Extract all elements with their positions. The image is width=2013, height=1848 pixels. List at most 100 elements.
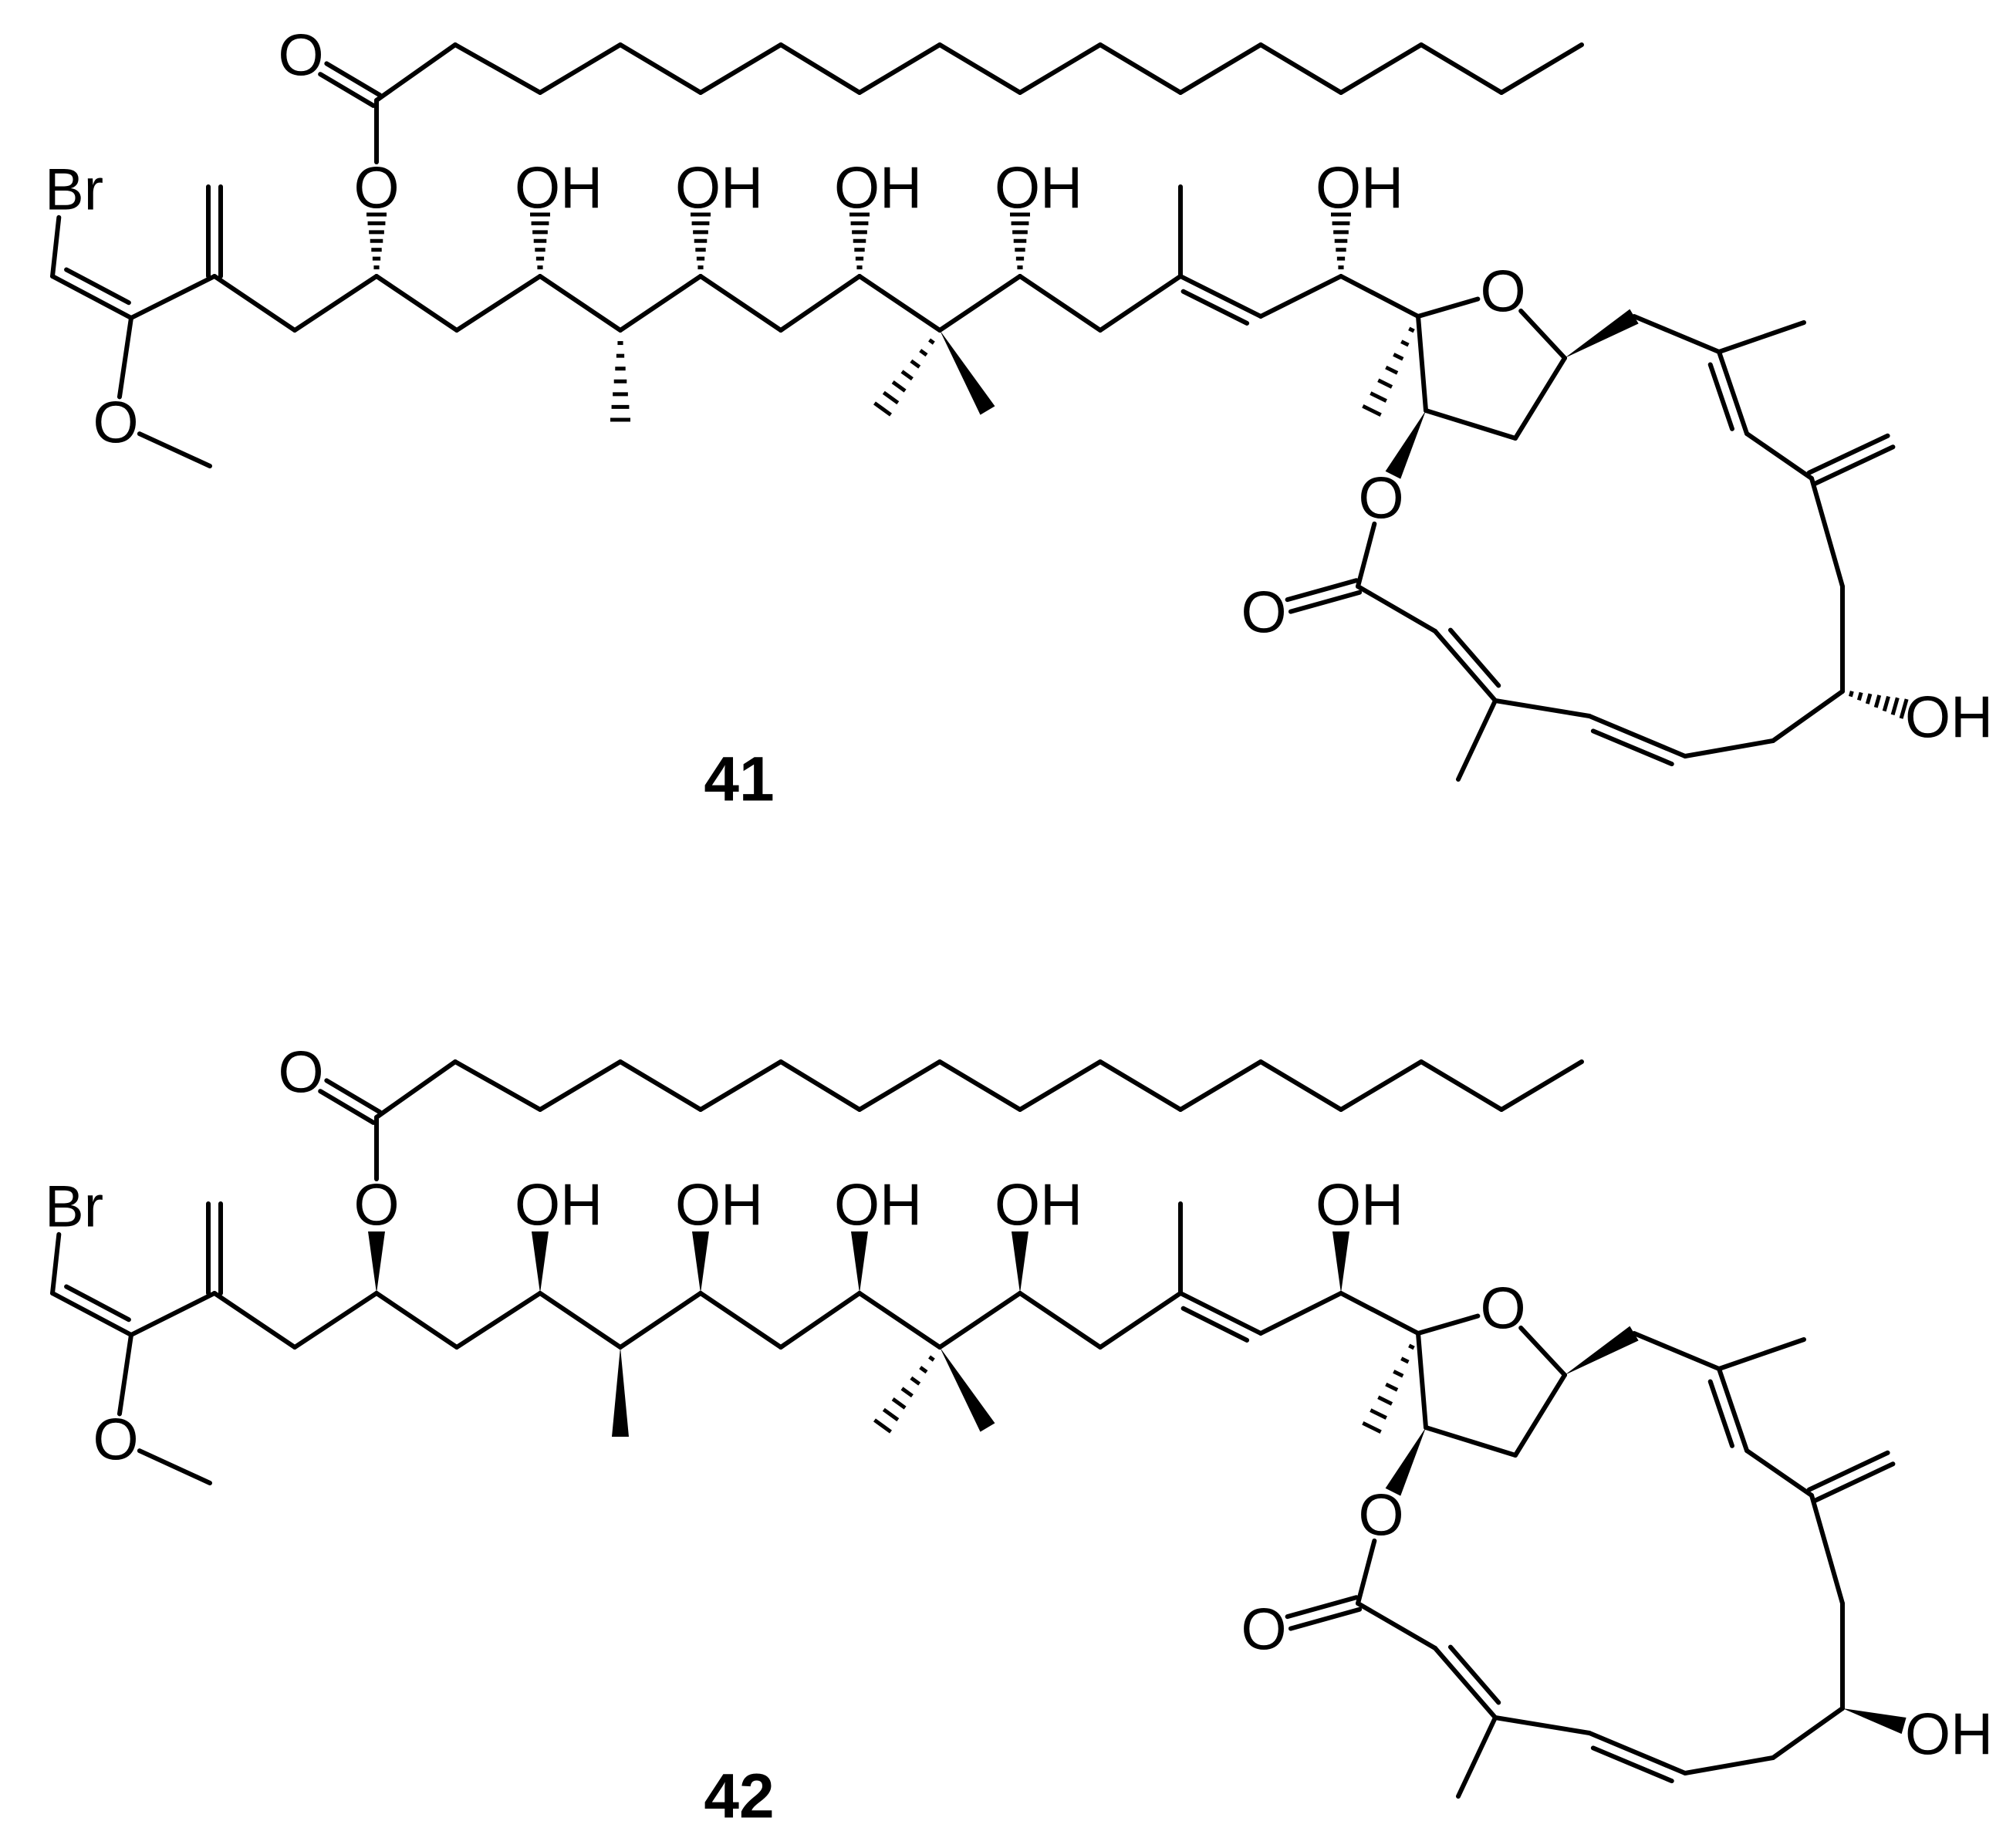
bond-7 xyxy=(618,274,703,333)
bond-15 xyxy=(1339,1291,1420,1336)
bond-21 xyxy=(1356,584,1437,633)
bond-palmitoyl-chain-11 xyxy=(1178,1059,1263,1112)
methoxy-oxygen-label: O xyxy=(93,390,138,456)
bond-14 xyxy=(1258,1291,1343,1336)
bond-palmitoyl-chain-10 xyxy=(1098,42,1183,95)
bond-palmitoyl-chain-4 xyxy=(618,1059,703,1112)
bond-palmitoyl-chain-11 xyxy=(1178,42,1263,95)
bond-2 xyxy=(212,1291,297,1350)
bond-diene-alkene xyxy=(1587,714,1687,758)
bond-palmitoyl-chain-8 xyxy=(937,1059,1022,1112)
bond-15 xyxy=(1339,274,1420,319)
ester-oxygen-label: O xyxy=(353,156,399,221)
bond-palmitoyl-chain-2 xyxy=(453,42,542,95)
bond-palmitoyl-chain-6 xyxy=(779,1059,862,1112)
stereo-bond-c18-methyl xyxy=(1362,326,1415,417)
stereo-bond-gem-methyl-wedge xyxy=(940,330,995,415)
bond-trisubstituted-alkene-inner xyxy=(1180,1306,1250,1343)
bond-palmitoyl-chain-13 xyxy=(1339,42,1424,95)
bond-trisubstituted-alkene xyxy=(1178,274,1263,319)
oh-c9-label: OH xyxy=(675,156,763,221)
stereo-bond-c8-methyl xyxy=(612,1347,629,1437)
bond-vinyl-double-inner xyxy=(64,1284,131,1323)
bond-27 xyxy=(1744,1448,1814,1498)
stereo-bond-c13-oh xyxy=(1012,1231,1028,1293)
compound-number-label: 42 xyxy=(704,1762,774,1832)
stereo-bond-c17-oh xyxy=(1331,212,1351,270)
bond-diene-alkene-inner xyxy=(1590,728,1674,767)
bond-palmitoyl-chain-4 xyxy=(618,42,703,95)
bond-4 xyxy=(374,274,459,333)
bond-enol-ether xyxy=(117,1333,133,1417)
bond-diene-alkene-inner xyxy=(1590,1745,1674,1784)
bond-palmitoyl-carbonyl-a xyxy=(324,61,383,98)
bond-palmitoyl-chain-5 xyxy=(698,1059,783,1112)
stereo-bond-c7-oh xyxy=(532,1231,549,1293)
bond-26 xyxy=(1809,1493,1845,1606)
bond-1 xyxy=(129,1291,217,1337)
stereo-bond-c5-ester xyxy=(368,1231,385,1293)
bond-palmitoyl-chain-6 xyxy=(779,42,862,95)
bond-16 xyxy=(1416,1313,1481,1336)
bond-19 xyxy=(1424,1425,1518,1458)
bond-17 xyxy=(1518,308,1567,360)
bond-palmitoyl-carbonyl-b xyxy=(318,1089,376,1125)
bond-18 xyxy=(1513,1373,1567,1458)
bond-palmitoyl-chain-7 xyxy=(857,42,942,95)
bond-5 xyxy=(454,274,542,333)
stereo-bond-c9-oh xyxy=(692,1231,709,1293)
bond-9 xyxy=(779,274,862,333)
bond-lactone-carbonyl-b xyxy=(1288,1606,1363,1631)
bond-vinyl-double xyxy=(50,1291,133,1337)
oh-c17-label: OH xyxy=(1316,1173,1403,1238)
bond-ring-exo-methylene-a xyxy=(1812,444,1896,487)
bond-palmitoyl-chain-3 xyxy=(538,42,623,95)
bond-ring-trisubstituted-alkene xyxy=(1717,350,1749,436)
bond-enoate-alkene-inner xyxy=(1447,627,1501,688)
bond-palmitoyl-chain-9 xyxy=(1018,42,1103,95)
oh-c27-label: OH xyxy=(1905,1702,1993,1768)
bond-palmitoyl-chain-14 xyxy=(1419,1059,1504,1112)
bond-10 xyxy=(857,274,942,333)
bond-lactone-carbonyl-b xyxy=(1288,590,1363,614)
stereo-bond-gem-methyl-wedge xyxy=(940,1347,995,1432)
bond-c31-methyl xyxy=(1717,320,1806,354)
bond-diene-alkene xyxy=(1587,1731,1687,1775)
bond-ring-exo-methylene-b xyxy=(1806,433,1890,475)
palmitoyl-carbonyl-oxygen-label: O xyxy=(278,23,323,89)
stereo-bond-c18-methyl xyxy=(1362,1343,1415,1434)
bond-13 xyxy=(1098,1291,1183,1350)
stereo-bond-c27-oh xyxy=(1842,1708,1907,1735)
stereo-bond-c13-oh xyxy=(1010,212,1030,270)
bond-26 xyxy=(1809,476,1845,589)
bond-19 xyxy=(1424,408,1518,441)
bond-lactone-o-c xyxy=(1356,521,1377,589)
bond-22 xyxy=(1493,1715,1592,1735)
bond-17 xyxy=(1518,1325,1567,1377)
bond-1 xyxy=(129,274,217,320)
bond-lactone-carbonyl-a xyxy=(1285,1595,1359,1620)
lactone-carbonyl-oxygen-label: O xyxy=(1241,580,1286,646)
bond-ring-trisubstituted-alkene-inner xyxy=(1707,362,1734,431)
bond-ring-trisubstituted-alkene xyxy=(1717,1367,1749,1453)
oh-c27-label: OH xyxy=(1905,685,1993,751)
bond-br-vinyl xyxy=(50,1231,62,1296)
bond-c23-methyl xyxy=(1456,1715,1498,1799)
compound-number-label: 41 xyxy=(704,745,774,815)
stereo-bond-c19-side-chain xyxy=(1565,309,1639,358)
bond-6 xyxy=(538,274,623,333)
bond-8 xyxy=(698,1291,783,1350)
bond-12 xyxy=(1018,1291,1103,1350)
bond-5 xyxy=(454,1291,542,1350)
bond-enoate-alkene-inner xyxy=(1447,1644,1501,1705)
bond-28 xyxy=(1632,1331,1721,1371)
bond-21 xyxy=(1356,1601,1437,1650)
bond-3 xyxy=(292,1291,379,1350)
stereo-bond-c19-side-chain xyxy=(1565,1326,1639,1375)
stereo-bond-gem-methyl-hash xyxy=(873,1355,935,1434)
bond-palmitoyl-chain-2 xyxy=(453,1059,542,1112)
bond-16 xyxy=(1416,296,1481,319)
oh-c7-label: OH xyxy=(515,1173,603,1238)
